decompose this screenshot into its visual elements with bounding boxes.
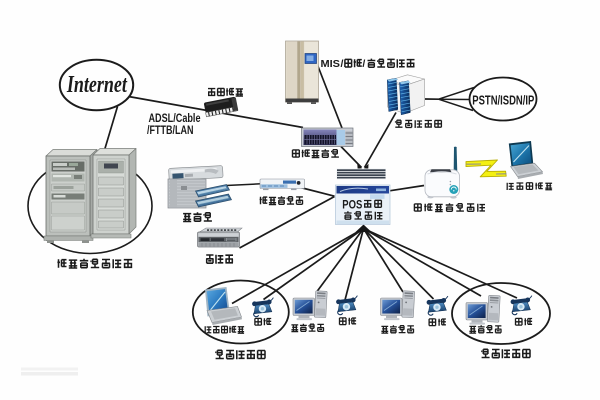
svg-text:/FTTB/LAN: /FTTB/LAN <box>147 123 194 137</box>
svg-text:Internet: Internet <box>66 72 128 98</box>
svg-text:MIS: MIS <box>321 58 341 70</box>
svg-text:/: / <box>341 58 344 70</box>
svg-text:ADSL/Cable: ADSL/Cable <box>149 111 201 125</box>
svg-text:PSTN/ISDN/IP: PSTN/ISDN/IP <box>472 92 534 107</box>
svg-text:POS: POS <box>342 197 362 211</box>
svg-text:/: / <box>362 58 365 70</box>
